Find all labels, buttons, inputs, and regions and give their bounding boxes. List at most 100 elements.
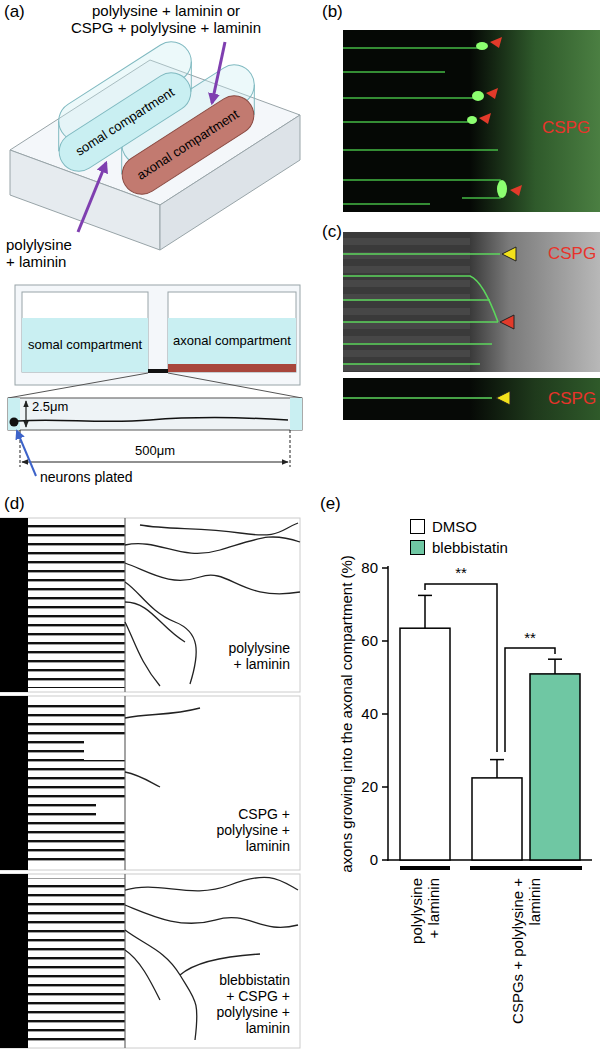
channel-detail — [8, 398, 302, 430]
micrograph — [497, 180, 507, 198]
panel-letter: (e) — [320, 494, 341, 514]
arrowhead-marker — [496, 391, 510, 405]
micrograph — [343, 180, 500, 198]
micrograph — [343, 97, 474, 99]
micrograph — [125, 622, 160, 686]
arrowhead-marker — [486, 88, 498, 99]
device-section — [168, 292, 296, 372]
device-section — [8, 373, 148, 398]
chart-axis — [382, 786, 388, 788]
micrograph — [125, 905, 298, 927]
dimension-label: 2.5μm — [32, 400, 68, 415]
micrograph — [125, 563, 300, 594]
micrograph — [0, 696, 28, 870]
micrograph — [470, 378, 600, 420]
micrograph — [140, 523, 298, 535]
micrograph — [28, 700, 125, 866]
dimension-line — [22, 461, 288, 462]
condition-label: CSPG + polylysine + laminin — [210, 806, 290, 854]
micrograph — [125, 602, 185, 642]
chart-axis — [382, 566, 592, 861]
chart-axis — [382, 567, 388, 569]
micrograph — [180, 954, 260, 975]
channel-detail — [8, 398, 302, 430]
channel-detail — [10, 418, 19, 427]
arrowhead-marker — [500, 315, 514, 329]
legend-entry: blebbistatin — [410, 539, 508, 556]
device-section — [168, 373, 302, 398]
error-bar — [418, 595, 432, 597]
coating-label: polylysine + laminin — [6, 236, 76, 271]
micrograph — [125, 537, 300, 553]
device-section — [15, 285, 300, 385]
micrograph — [0, 874, 300, 1048]
micrograph — [476, 42, 488, 50]
micrograph — [0, 696, 300, 870]
legend-entry: DMSO — [410, 518, 477, 535]
group-underline — [400, 866, 582, 870]
category-label: CSPGs + polylysine + laminin — [509, 878, 544, 1038]
region-label: CSPG — [548, 389, 596, 409]
micrograph — [84, 738, 125, 760]
micrograph — [343, 232, 488, 372]
dimension-label: 500μm — [128, 444, 182, 459]
bar — [400, 628, 580, 860]
channel-detail — [290, 398, 302, 430]
micrograph — [125, 930, 197, 1040]
micrograph — [343, 343, 492, 345]
micrograph — [343, 254, 500, 364]
tick-label: 40 — [354, 705, 378, 722]
micrograph — [343, 378, 600, 420]
micrograph — [125, 772, 160, 787]
category-label: polylysine + laminin — [408, 878, 443, 950]
micrograph — [343, 203, 430, 205]
micrograph — [125, 877, 298, 890]
compartment-label: axonal compartment — [173, 334, 291, 349]
error-bar — [496, 760, 498, 778]
group-underline — [470, 866, 582, 870]
micrograph — [343, 397, 492, 399]
arrowhead-marker — [502, 247, 516, 261]
micrograph — [0, 874, 28, 1048]
coating-label: polylysine + laminin or CSPG + polylysin… — [70, 2, 262, 37]
micrograph — [125, 523, 300, 686]
tick-label: 0 — [354, 851, 378, 868]
device-section — [22, 292, 148, 372]
significance-bracket — [425, 584, 555, 752]
significance-bracket — [505, 648, 555, 752]
panel-letter: (a) — [4, 2, 25, 22]
region-label: CSPG — [542, 118, 590, 138]
dimension-line — [290, 430, 291, 467]
micrograph — [343, 149, 498, 151]
legend-label: DMSO — [432, 518, 477, 535]
device-block — [10, 60, 300, 250]
error-bar — [548, 658, 562, 660]
arrowhead-marker — [479, 113, 491, 124]
micrograph — [125, 708, 200, 718]
condition-label: blebbistatin + CSPG + polylysine + lamin… — [210, 972, 290, 1036]
micrograph — [0, 518, 300, 692]
pointer-arrow — [17, 431, 36, 476]
legend-swatch — [410, 519, 425, 534]
tick-label: 20 — [354, 778, 378, 795]
micrograph — [96, 800, 125, 816]
error-bar — [490, 759, 504, 761]
micrograph — [343, 48, 500, 204]
somal-compartment-section: somal compartment — [22, 318, 148, 372]
micrograph — [343, 276, 498, 322]
panel-letter: (d) — [4, 494, 25, 514]
dimension-line — [25, 401, 26, 427]
panel-letter: (b) — [322, 2, 343, 22]
micrograph — [343, 121, 468, 123]
micrograph — [467, 116, 477, 124]
micrograph — [343, 253, 500, 255]
micrograph — [343, 47, 478, 49]
panel-letter: (c) — [322, 222, 342, 242]
arrowhead-marker — [510, 185, 522, 196]
micrograph — [343, 232, 600, 372]
micrograph — [125, 950, 160, 1000]
tick-label: 60 — [354, 632, 378, 649]
micrograph — [343, 30, 600, 212]
bar — [472, 778, 522, 860]
